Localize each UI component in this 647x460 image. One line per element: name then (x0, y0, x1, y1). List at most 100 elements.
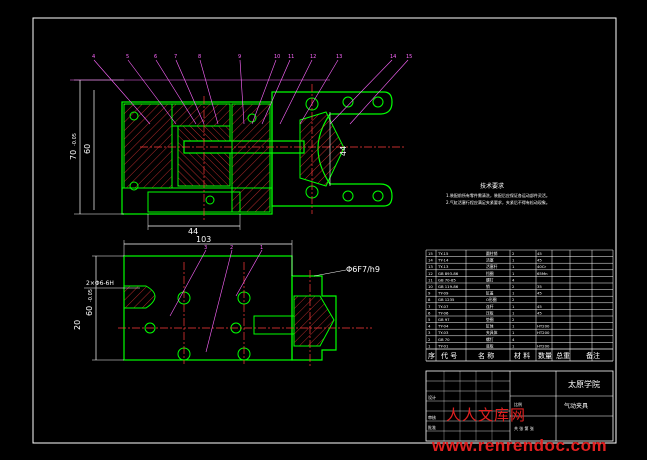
left-block-section (123, 103, 173, 189)
bottom-part-leaders: 3 2 1 (169, 245, 263, 353)
pin-hole (144, 322, 156, 334)
leader-line (155, 59, 197, 125)
bom-cell: 1 (512, 264, 515, 269)
hole (342, 96, 354, 108)
part-number-label: 3 (204, 245, 207, 251)
leader-line (349, 59, 409, 125)
bom-header-cell: 总重 (556, 351, 570, 360)
title-block-frame (425, 370, 614, 442)
bom-cell: 2 (512, 284, 515, 289)
bom-cell: 9 (428, 291, 431, 296)
bom-header-cell: 名 称 (478, 351, 494, 360)
bottom-plan-view: 103 2×Φ6-6H Φ6F7/h9 60 -0.05 20 (73, 235, 380, 368)
tb-drawing-name: 气动夹具 (564, 402, 588, 410)
upper-section (171, 103, 231, 127)
drawing-frame (32, 17, 617, 444)
dim-fit-label: Φ6F7/h9 (346, 265, 380, 274)
link-plate (299, 111, 345, 187)
bom-header-cell: 代 号 (441, 351, 457, 360)
bom-cell: 螺钉 (486, 337, 494, 342)
bom-cell: 4 (428, 324, 431, 329)
bom-cell: HT200 (537, 324, 550, 329)
dim-left: 20 (73, 320, 82, 330)
bom-cell: 1 (512, 271, 515, 276)
bom-header-cell: 材 料 (514, 351, 530, 360)
bom-header-cell: 序 (428, 351, 435, 360)
bom-cell: 螺钉 (486, 277, 494, 282)
part-number-label: 11 (288, 54, 294, 60)
bom-cell: 4 (512, 277, 515, 282)
bom-cell: 45 (537, 304, 542, 309)
tb-scale-label: 比例 (514, 401, 522, 407)
bom-cell: 45 (537, 258, 542, 263)
bom-cell: GB 119-86 (438, 284, 459, 289)
leader-line (299, 59, 339, 125)
leader-line (279, 59, 313, 125)
bom-cell: TY-13 (437, 264, 449, 269)
bom-cell: TY-04 (437, 324, 449, 329)
bom-cell: 13 (428, 264, 433, 269)
watermark-url: www.renrendoc.com (432, 436, 608, 455)
tb-school: 太原学院 (568, 379, 600, 389)
bom-cell: 缸盖 (486, 291, 494, 296)
bom-cell: O形圈 (486, 297, 497, 302)
hole (372, 190, 384, 202)
bom-cell: 45 (537, 310, 542, 315)
bom-cell: 8 (428, 297, 431, 302)
hole (205, 195, 215, 205)
bom-cell: 2 (512, 251, 515, 256)
leader-line (235, 249, 263, 297)
bom-cell: 1 (512, 330, 515, 335)
bom-cell: 1 (512, 343, 515, 348)
base-slot (147, 191, 241, 213)
hole (247, 113, 257, 123)
bom-cell: GB 97 (438, 317, 450, 322)
leader-line (169, 249, 207, 317)
bom-cell: 1 (512, 310, 515, 315)
slider-section (293, 295, 335, 347)
leader-line (205, 249, 233, 353)
part-number-label: 8 (198, 54, 201, 60)
bom-cell: 10 (428, 284, 433, 289)
part-number-label: 10 (274, 54, 280, 60)
left-nose (123, 285, 156, 309)
dim-bottom-height: 60 (85, 306, 94, 316)
tb-checker: 审核 (428, 414, 436, 420)
part-number-label: 2 (230, 245, 233, 251)
part-number-label: 1 (260, 245, 263, 251)
bom-header-cell: 数量 (538, 351, 552, 360)
part-number-label: 14 (390, 54, 396, 60)
part-number-label: 5 (126, 54, 129, 60)
bom-cell: 夹具体 (486, 330, 498, 335)
leader-line (251, 59, 277, 125)
bom-cell: 65Mn (537, 271, 548, 276)
tech-notes: 技术要求 1.装配前所有零件需清洗，装配后应保证各运动部件灵活。 2.气缸活塞行… (446, 182, 550, 205)
bom-cell: 圆柱销 (486, 251, 498, 256)
bom-cell: 活塞杆 (486, 264, 498, 269)
slider-body (291, 275, 337, 361)
leader-line (261, 59, 291, 125)
hole (129, 111, 139, 121)
part-number-label: 9 (238, 54, 241, 60)
leader-line (199, 59, 219, 125)
bom-cell: 连杆 (486, 304, 494, 309)
bom-cell: 1 (512, 258, 515, 263)
bom-cell: GB 70-85 (438, 277, 456, 282)
bom-cell: GB 1235 (438, 297, 455, 302)
bom-cell: GB 893-86 (438, 271, 459, 276)
leader-line (175, 59, 205, 125)
bom-cell: 45 (537, 251, 542, 256)
dim-height-total-tol: -0.05 (72, 133, 78, 146)
bom-cell: 底板 (486, 343, 494, 348)
leader-line (239, 59, 245, 125)
bom-cell: 7 (428, 304, 431, 309)
watermark-cn: 人人文库网 (446, 406, 527, 424)
part-number-label: 13 (336, 54, 342, 60)
dim-width-bottom: 44 (188, 227, 198, 236)
leader-line (127, 59, 177, 125)
bom-cell: 14 (428, 258, 433, 263)
bom-cell: 1 (512, 291, 515, 296)
